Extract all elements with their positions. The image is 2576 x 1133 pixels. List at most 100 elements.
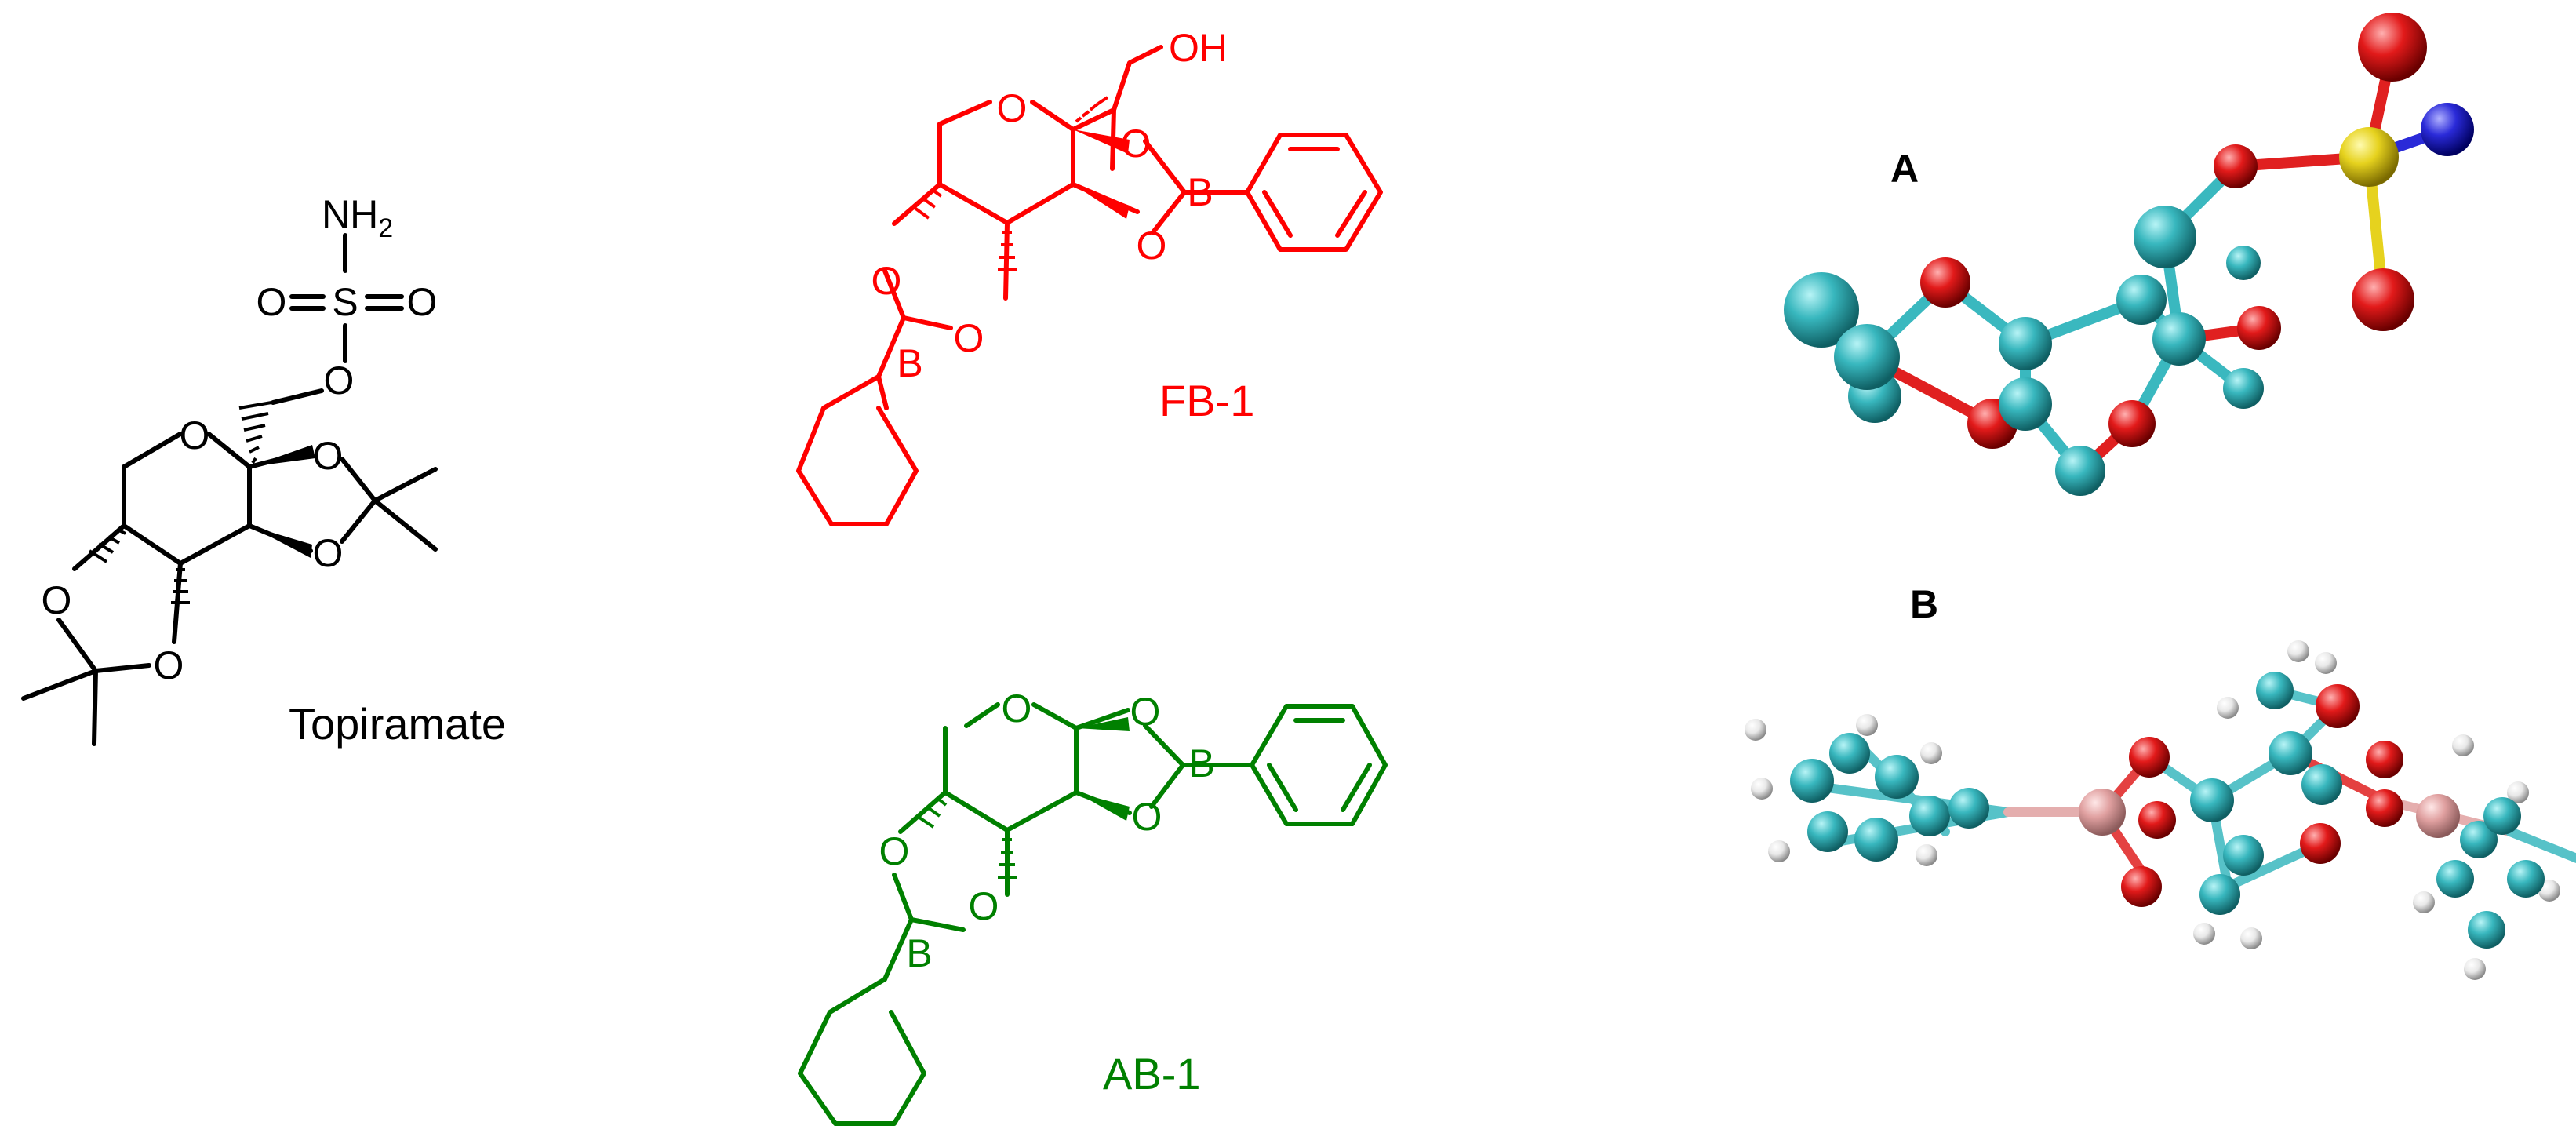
panel-b-hydrogen-atom xyxy=(1751,778,1773,800)
panel-b-hydrogen-atom xyxy=(2507,781,2529,803)
panel-b-carbon-atom xyxy=(2507,860,2545,898)
panel-b-oxygen-atom xyxy=(2121,866,2162,907)
panel-a-oxygen-atom xyxy=(1920,257,1970,308)
panel-b-hydrogen-atom xyxy=(2217,697,2239,719)
panel-b-boron-atom xyxy=(2079,789,2126,836)
fb1-hash-bond xyxy=(998,231,1017,271)
ab1-bold-wedge xyxy=(1076,792,1130,821)
topiramate-hash-bond xyxy=(88,528,126,563)
panel-a-oxygen-atom xyxy=(2352,268,2414,331)
panel-a-nitrogen-atom xyxy=(2421,103,2474,156)
panel-b-carbon-atom xyxy=(2269,731,2312,775)
ab1-ring-oxygen: O xyxy=(1002,687,1032,730)
panel-b-oxygen-atom xyxy=(2366,741,2403,778)
ab1-oxygen: O xyxy=(969,884,999,928)
ab1-hash-bond xyxy=(918,797,948,829)
topiramate-hash-bond xyxy=(171,568,190,604)
panel-b-label: B xyxy=(1910,582,1938,626)
panel-b-left-phenyl xyxy=(1745,714,1989,866)
panel-b-hydrogen-atom xyxy=(1920,742,1942,764)
panel-a-carbon-atom xyxy=(2226,246,2261,280)
fb1-bold-wedge xyxy=(1073,129,1130,154)
fb1-boron: B xyxy=(897,341,922,385)
panel-b-hydrogen-atom xyxy=(2538,880,2560,902)
fb1-bold-wedge xyxy=(1073,184,1130,219)
topiramate-sulfonyl-oxygen-right: O xyxy=(407,280,438,324)
panel-b-oxygen-atom xyxy=(2300,823,2341,864)
fb1-oxygen: O xyxy=(954,316,984,360)
fb1-ring-oxygen: O xyxy=(997,86,1028,130)
ab1-oxygen: O xyxy=(1132,795,1162,839)
panel-a-carbon-atom xyxy=(1999,317,2052,370)
fb1-oxygen: O xyxy=(1137,224,1167,268)
ab1-bold-wedge xyxy=(1076,717,1130,731)
topiramate-bold-wedge xyxy=(249,526,312,558)
panel-b-hydrogen-atom xyxy=(1745,719,1766,741)
panel-a-carbon-atom xyxy=(2223,368,2264,409)
panel-a-carbon-atom xyxy=(2152,312,2206,366)
panel-b-hydrogen-atom xyxy=(2452,734,2474,756)
panel-a-carbon-atom xyxy=(2134,206,2196,268)
panel-a-oxygen-atom xyxy=(2358,13,2427,82)
panel-b-carbon-atom xyxy=(2190,778,2234,822)
panel-b-carbon-atom xyxy=(2483,797,2521,835)
panel-b-hydrogen-atom xyxy=(2193,923,2215,945)
topiramate-sulfur: S xyxy=(332,280,358,324)
panel-b-hydrogen-atom xyxy=(2315,652,2337,674)
panel-b-carbon-atom xyxy=(2301,764,2342,805)
panel-a-oxygen-atom xyxy=(2108,400,2156,447)
panel-b-hydrogen-atom xyxy=(2464,958,2486,980)
ab1-oxygen: O xyxy=(879,829,910,873)
panel-b-hydrogen-atom xyxy=(2240,927,2262,949)
panel-a-oxygen-atom xyxy=(2237,306,2281,350)
panel-b-carbon-atom xyxy=(2256,672,2294,709)
panel-b-carbon-atom xyxy=(1909,796,1950,836)
fb1-structure: O O O B O O B OH FB-1 xyxy=(796,26,1383,526)
fb1-boron: B xyxy=(1187,170,1213,214)
panel-a-carbon-atom xyxy=(1784,272,1859,348)
panel-b-boron-atom xyxy=(2416,794,2460,838)
ab1-oxygen: O xyxy=(1130,690,1161,734)
panel-b-oxygen-atom xyxy=(2129,737,2170,778)
ab1-structure: O O O B O O B AB-1 xyxy=(798,687,1388,1126)
panel-b-oxygen-atom xyxy=(2316,684,2360,728)
topiramate-hash-wedge xyxy=(238,401,272,464)
panel-b-carbon-atom xyxy=(2199,874,2240,915)
fb1-name: FB-1 xyxy=(1159,376,1254,425)
panel-b-hydrogen-atom xyxy=(1916,844,1937,866)
panel-a-sulfur-atom xyxy=(2339,127,2399,187)
panel-b-carbon-atom xyxy=(2460,821,2498,858)
topiramate-oxygen: O xyxy=(313,434,344,478)
panel-b-carbon-atom xyxy=(1875,755,1919,799)
ab1-name: AB-1 xyxy=(1103,1049,1201,1098)
panel-b-right-phenyl xyxy=(2413,734,2560,980)
panel-a-carbon-atom xyxy=(1834,324,1900,390)
topiramate-bold-wedge xyxy=(249,445,315,467)
ab1-boron: B xyxy=(906,931,932,975)
fb1-oxygen: O xyxy=(1121,122,1152,166)
topiramate-name: Topiramate xyxy=(289,699,506,749)
topiramate-ester-oxygen: O xyxy=(324,359,355,403)
panel-a-carbon-atom xyxy=(2055,446,2105,496)
panel-b-molecule-3d: B xyxy=(1745,582,2576,980)
panel-b-hydrogen-atom xyxy=(1856,714,1878,736)
topiramate-sulfonyl-oxygen-left: O xyxy=(257,280,287,324)
panel-b-carbon-atom xyxy=(1807,811,1848,852)
panel-b-hydrogen-atom xyxy=(2413,891,2435,913)
panel-b-hydrogen-atom xyxy=(2287,640,2309,662)
panel-b-carbon-atom xyxy=(2223,835,2264,876)
fb1-oxygen: O xyxy=(871,259,902,303)
ab1-hash-bond xyxy=(998,838,1017,879)
topiramate-bonds xyxy=(21,233,438,746)
topiramate-structure: O O O O O O S O O NH2 Topiramate xyxy=(21,192,506,749)
panel-a-molecule-3d: A xyxy=(1784,13,2474,496)
panel-b-carbon-atom xyxy=(1829,733,1870,774)
topiramate-oxygen: O xyxy=(154,643,184,687)
panel-b-carbon-atom xyxy=(1790,759,1834,803)
panel-b-carbon-atom xyxy=(2468,911,2505,949)
topiramate-ring-oxygen: O xyxy=(180,413,210,457)
panel-b-oxygen-atom xyxy=(2366,789,2403,827)
topiramate-oxygen: O xyxy=(42,578,72,622)
panel-b-hydrogen-atom xyxy=(1768,840,1790,862)
